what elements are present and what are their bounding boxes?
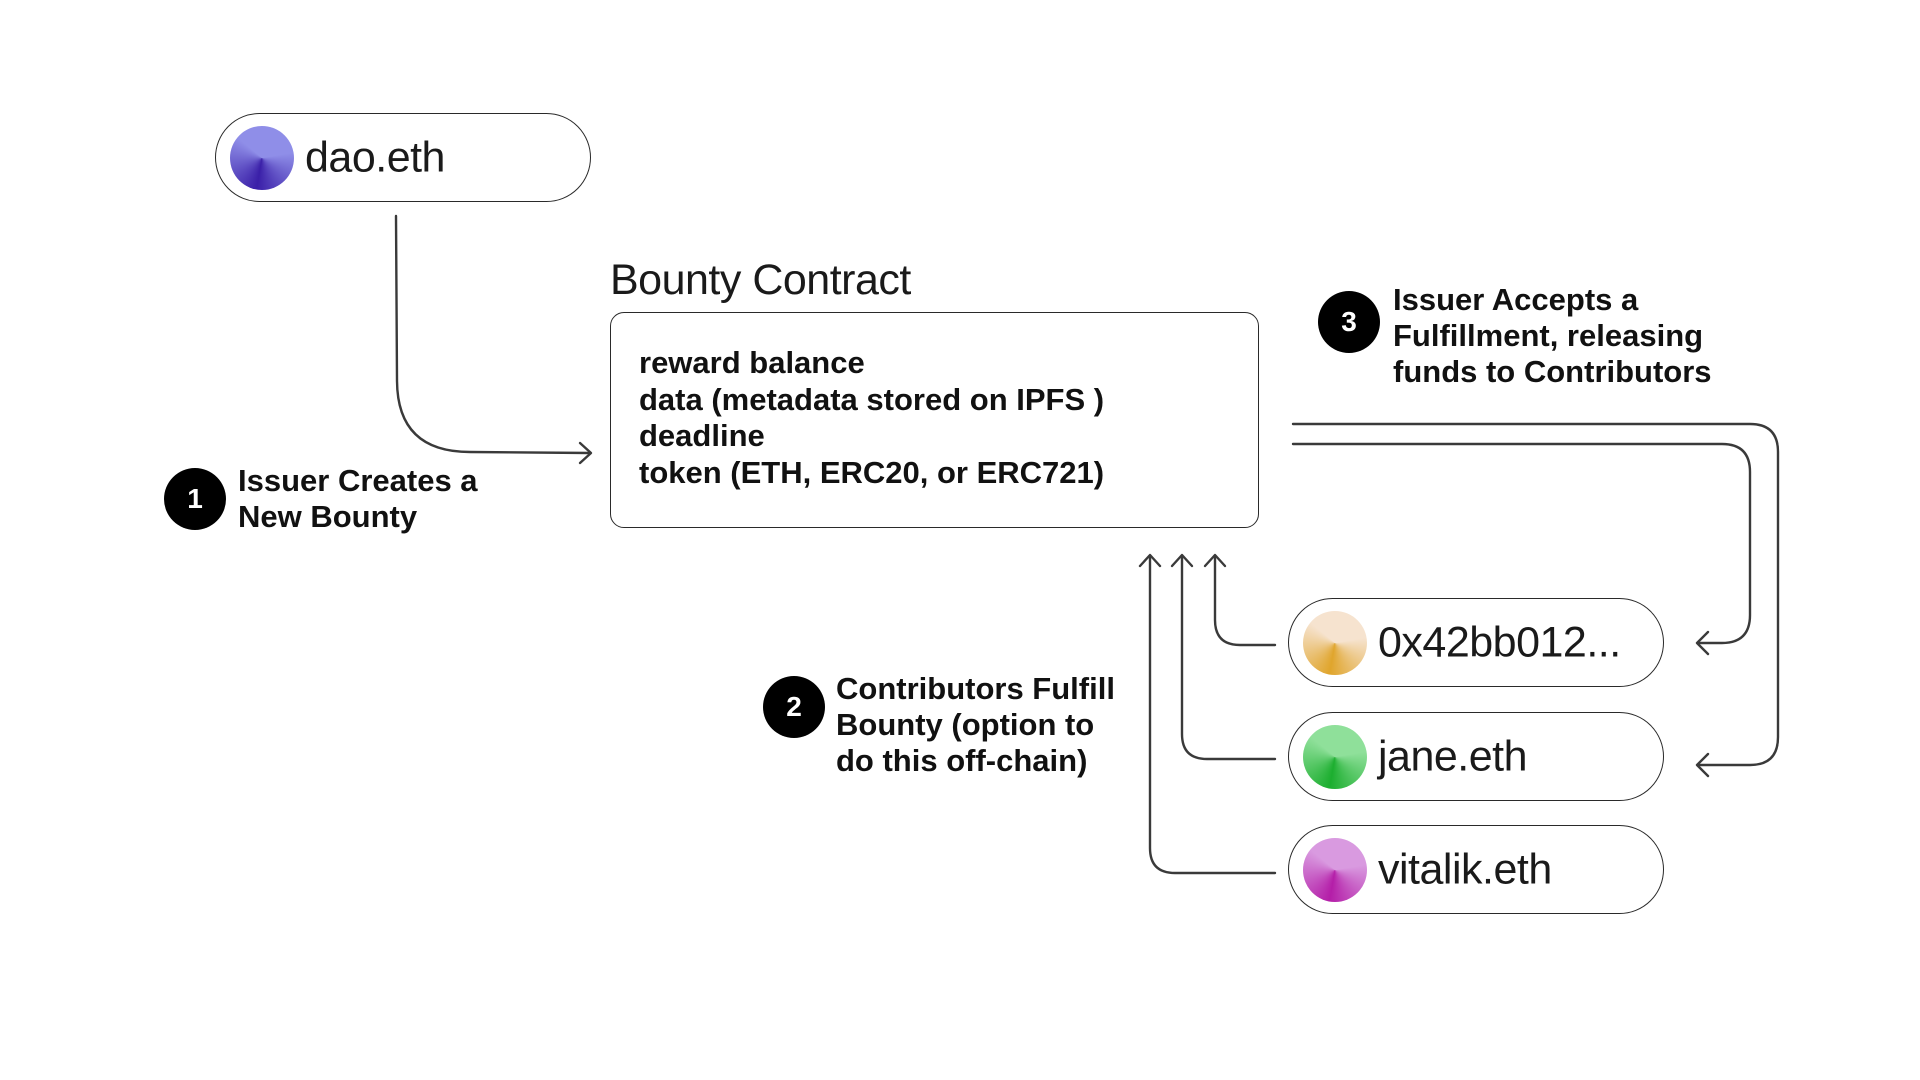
- issuer-pill: dao.eth: [215, 113, 591, 202]
- arrow-payout-to-contributor-2: [1291, 422, 1780, 767]
- arrow-payout-to-contributor-1: [1291, 442, 1752, 645]
- issuer-label: dao.eth: [305, 133, 445, 181]
- step-2-line: Contributors Fulfill: [836, 671, 1115, 706]
- contract-field: data (metadata stored on IPFS ): [639, 381, 1105, 417]
- step-3-badge: 3: [1318, 291, 1380, 353]
- arrow-contributor-3-to-contract: [1148, 554, 1277, 875]
- contributor-pill: 0x42bb012...: [1288, 598, 1664, 687]
- step-2-line: do this off-chain): [836, 743, 1088, 778]
- step-2-badge: 2: [763, 676, 825, 738]
- step-1-line: Issuer Creates a: [238, 463, 478, 498]
- step-3-line: Issuer Accepts a: [1393, 282, 1639, 317]
- contract-field: reward balance: [639, 345, 865, 380]
- arrow-contributor-1-to-contract: [1213, 554, 1277, 647]
- contributor-avatar: [1303, 610, 1367, 675]
- contributor-pill: jane.eth: [1288, 712, 1664, 801]
- issuer-avatar: [230, 125, 294, 190]
- arrowhead-issuer-to-contract: [578, 441, 593, 465]
- contributor-label: jane.eth: [1378, 732, 1528, 780]
- step-1-line: New Bounty: [238, 499, 418, 534]
- arrowhead-contributor-1: [1203, 553, 1227, 568]
- contract-field: token (ETH, ERC20, or ERC721): [639, 454, 1105, 490]
- arrow-contributor-2-to-contract: [1180, 554, 1277, 761]
- arrowhead-payout-1: [1695, 630, 1710, 656]
- step-2-line: Bounty (option to: [836, 707, 1095, 742]
- step-2-text: Contributors Fulfill Bounty (option to d…: [836, 671, 1115, 779]
- step-1-badge: 1: [164, 468, 226, 530]
- arrow-issuer-to-contract: [394, 214, 592, 455]
- contributor-pill: vitalik.eth: [1288, 825, 1664, 914]
- arrowhead-contributor-3: [1138, 553, 1162, 568]
- contract-field-list: reward balance data (metadata stored on …: [639, 345, 1104, 491]
- arrowhead-contributor-2: [1170, 553, 1194, 568]
- contract-box: reward balance data (metadata stored on …: [610, 312, 1259, 528]
- step-3-text: Issuer Accepts a Fulfillment, releasing …: [1393, 282, 1712, 390]
- step-3-line: Fulfillment, releasing: [1393, 318, 1704, 353]
- arrowhead-payout-2: [1695, 752, 1710, 778]
- contract-field: deadline: [639, 418, 765, 453]
- contract-title: Bounty Contract: [610, 256, 911, 304]
- contributor-avatar: [1303, 837, 1367, 902]
- contributor-avatar: [1303, 724, 1367, 789]
- contributor-label: 0x42bb012...: [1378, 618, 1621, 666]
- step-3-line: funds to Contributors: [1393, 354, 1712, 389]
- step-1-text: Issuer Creates a New Bounty: [238, 463, 478, 535]
- contributor-label: vitalik.eth: [1378, 845, 1552, 893]
